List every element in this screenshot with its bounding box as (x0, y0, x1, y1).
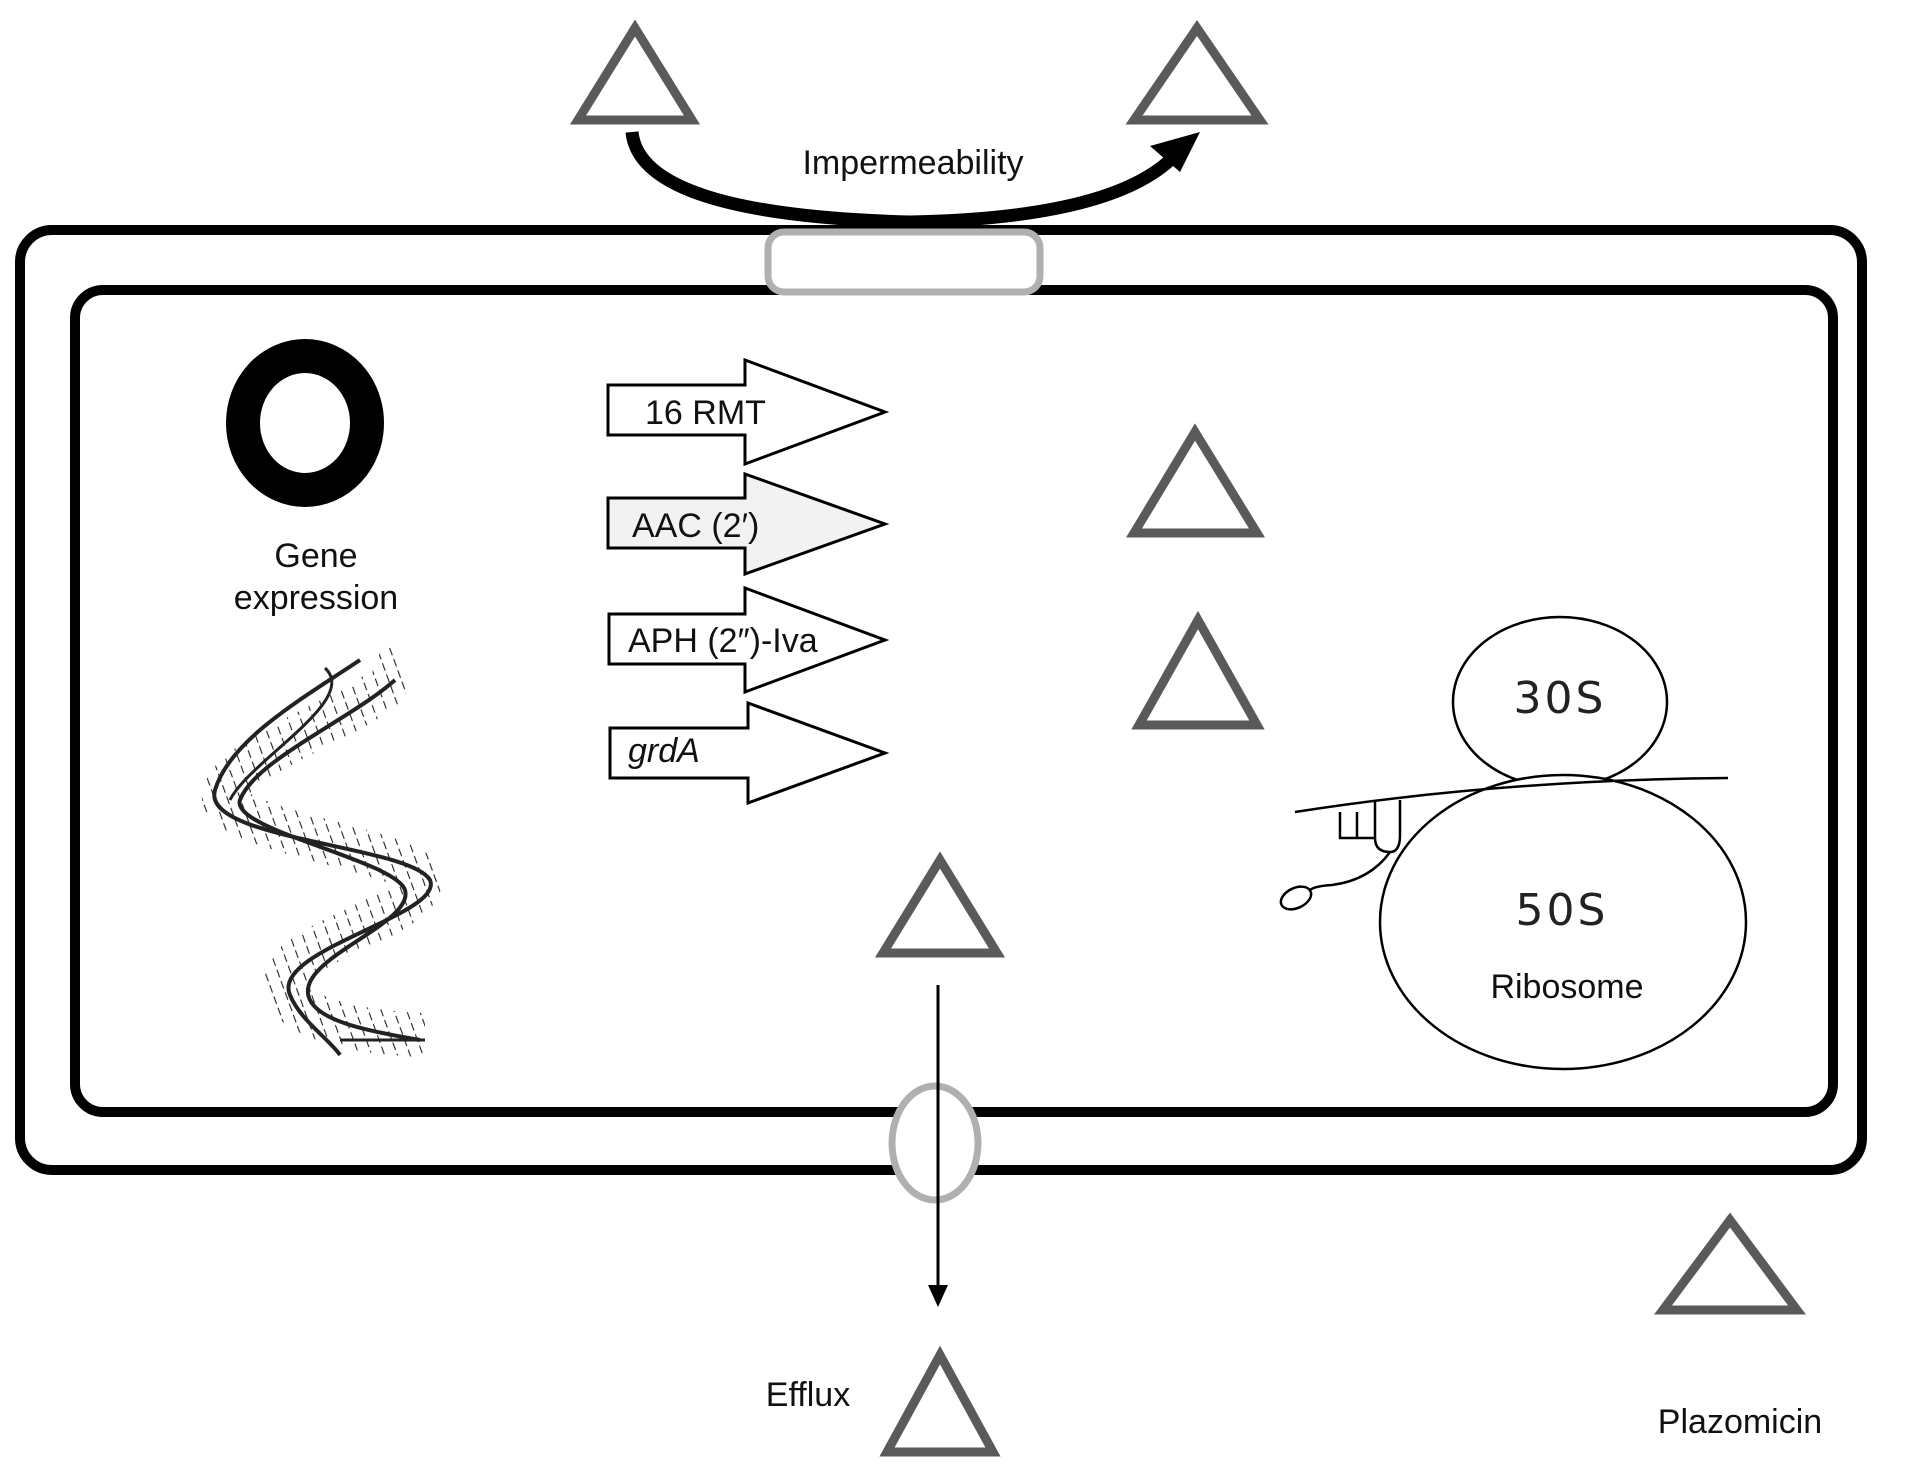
ribosome-label: Ribosome (1490, 968, 1643, 1006)
gene-expression-label-line1: Gene (274, 537, 357, 575)
gene-label-16rmt: 16 RMT (645, 394, 766, 432)
plasmid-icon (226, 339, 384, 507)
ribosome-50s-subunit (1378, 773, 1748, 1071)
impermeability-arrow (625, 130, 1183, 229)
impermeability-label: Impermeability (802, 144, 1023, 182)
efflux-arrowhead (928, 1285, 948, 1307)
plazomicin-triangle-inside-3 (874, 851, 1006, 958)
gene-arrow-aac (606, 471, 890, 577)
dna-helix-icon (202, 644, 443, 1057)
gene-label-grda: grdA (628, 732, 700, 770)
plazomicin-label: Plazomicin (1658, 1403, 1822, 1441)
plazomicin-triangle-efflux (879, 1345, 1001, 1457)
trna-icon (1279, 800, 1402, 911)
plazomicin-triangle-inside-1 (1126, 423, 1266, 538)
efflux-label: Efflux (766, 1376, 850, 1414)
gene-label-aph: APH (2″)-Iva (628, 622, 818, 660)
efflux-pore (888, 1082, 982, 1204)
ribosome-30s-label: 30S (1514, 673, 1607, 724)
gene-arrow-aph (607, 585, 890, 695)
ribosome-50s-label: 50S (1516, 885, 1609, 936)
plazomicin-triangle-top-right (1125, 20, 1269, 125)
impermeability-arrowhead (1150, 132, 1200, 172)
gene-arrow-grda (608, 700, 890, 806)
plazomicin-triangle-inside-2 (1131, 610, 1265, 730)
plazomicin-triangle-legend (1654, 1212, 1806, 1315)
gene-expression-label-line2: expression (234, 579, 398, 617)
gene-label-aac: AAC (2′) (632, 507, 759, 545)
mrna-strand (1294, 776, 1729, 814)
plazomicin-triangle-top-left (569, 19, 701, 125)
porin-channel (764, 228, 1044, 296)
gene-arrow-16rmt (606, 357, 890, 467)
